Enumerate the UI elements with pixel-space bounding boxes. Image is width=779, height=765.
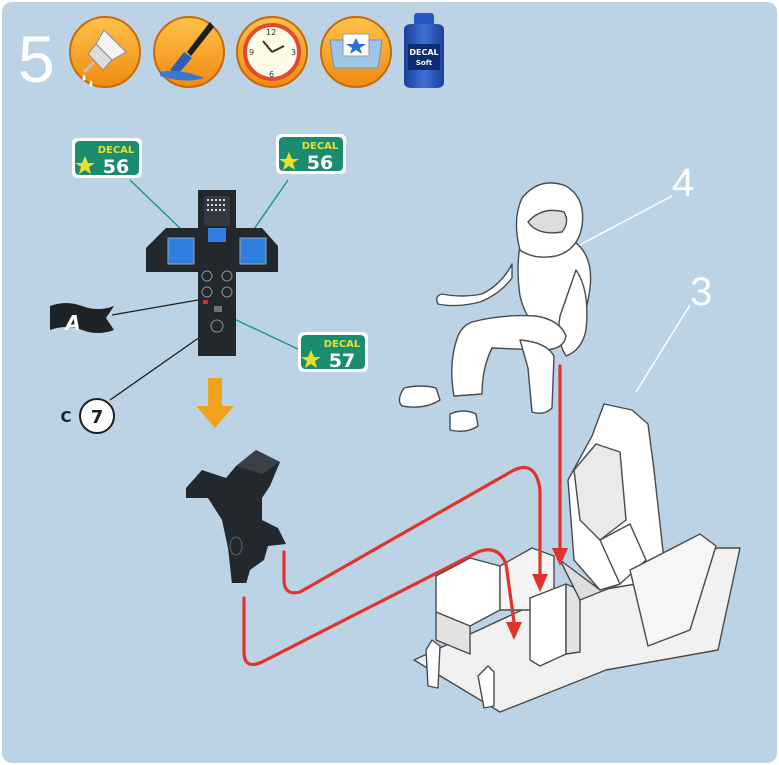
clock-icon: 12 3 6 9: [236, 16, 308, 88]
water-tray-decal-icon: [320, 16, 392, 88]
paint-flag-a: A: [50, 303, 114, 335]
decal-badge-left: DECAL 56: [72, 138, 142, 178]
decal-number: 56: [103, 156, 129, 178]
assembly-arrows: [242, 364, 562, 666]
glue-bottle-icon: [69, 16, 141, 88]
decal-leader-lines: [129, 179, 301, 351]
pilot-ref-number: 4: [672, 161, 694, 205]
decal-soft-label-2: Soft: [416, 59, 433, 67]
pilot-figure: [398, 182, 592, 433]
part-reference: C 7: [60, 398, 115, 434]
part-leader-lines: [109, 299, 201, 401]
decal-word: DECAL: [302, 141, 339, 152]
decal-badge-right: DECAL 56: [276, 134, 346, 174]
svg-text:3: 3: [291, 48, 296, 57]
part-number: 7: [91, 407, 104, 428]
decal-number: 57: [329, 350, 355, 372]
instrument-panel-part: [146, 190, 278, 356]
decal-word: DECAL: [324, 339, 361, 350]
svg-text:6: 6: [269, 70, 274, 79]
sprue-letter: C: [60, 408, 71, 426]
paint-flag-letter: A: [63, 311, 80, 335]
orange-down-arrow: [196, 378, 234, 428]
step-number: 5: [18, 22, 55, 96]
paint-brush-icon: [153, 16, 225, 88]
assembly-arrowheads: [506, 548, 568, 640]
decal-word: DECAL: [98, 145, 135, 156]
svg-text:12: 12: [266, 28, 276, 37]
decal-number: 56: [307, 152, 333, 174]
decal-soft-label-1: DECAL: [409, 48, 438, 57]
dark-bracket-part: [186, 450, 286, 585]
seat-ref-number: 3: [690, 270, 712, 314]
decal-soft-bottle-icon: DECAL Soft: [404, 13, 444, 88]
decal-badge-bottom: DECAL 57: [298, 332, 368, 372]
svg-text:9: 9: [249, 48, 254, 57]
reference-leader-lines: [573, 195, 691, 393]
